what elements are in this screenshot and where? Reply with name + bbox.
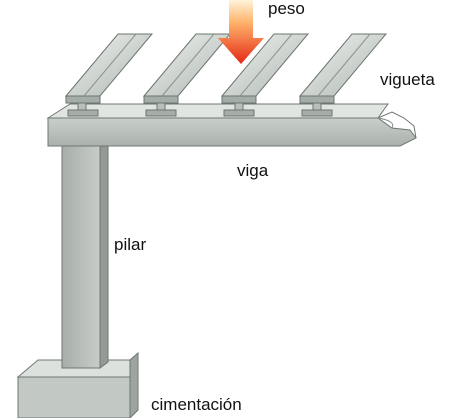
pillar xyxy=(61,139,109,369)
joist-4 xyxy=(298,33,388,117)
joist-1 xyxy=(64,33,154,117)
label-pilar: pilar xyxy=(114,235,147,254)
main-beam xyxy=(46,103,417,147)
joist-3 xyxy=(220,33,310,117)
label-viga: viga xyxy=(237,161,269,180)
label-peso: peso xyxy=(268,0,305,18)
label-cimentacion: cimentación xyxy=(151,395,242,414)
label-vigueta: vigueta xyxy=(380,70,435,89)
joists xyxy=(64,33,388,117)
arrow-down-icon xyxy=(218,0,264,64)
joist-2 xyxy=(142,33,232,117)
